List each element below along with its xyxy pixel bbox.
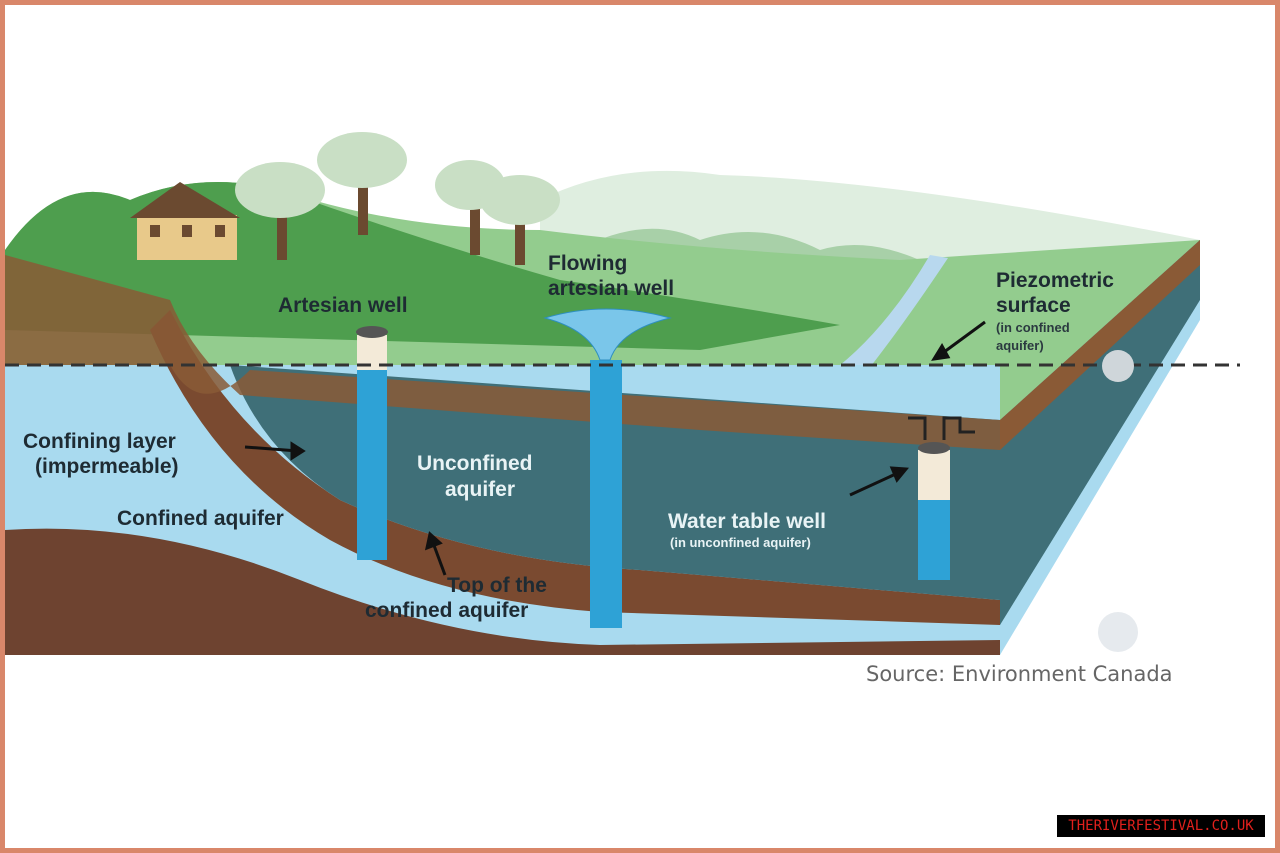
label-unconfined-2: aquifer	[445, 478, 515, 501]
label-piezometric-4: aquifer)	[996, 338, 1044, 353]
side-clay	[1000, 240, 1200, 450]
label-piezometric-2: surface	[996, 294, 1071, 317]
label-piezometric-1: Piezometric	[996, 269, 1114, 292]
label-flowing-1: Flowing	[548, 252, 627, 275]
water-table-well	[908, 416, 975, 580]
side-bottom	[1000, 300, 1200, 655]
soil-layer	[5, 255, 1000, 450]
watermark: THERIVERFESTIVAL.CO.UK	[1057, 815, 1265, 837]
source-credit: Source: Environment Canada	[866, 662, 1173, 686]
flowing-artesian-well	[543, 308, 672, 628]
sphere-2	[1098, 612, 1138, 652]
label-top-1: Top of the	[447, 574, 547, 597]
label-confining-1: Confining layer	[23, 430, 176, 453]
sphere	[1102, 350, 1134, 382]
label-top-2: confined aquifer	[365, 599, 528, 622]
label-confining-2: (impermeable)	[35, 455, 179, 478]
arrows	[244, 320, 986, 576]
label-piezometric-3: (in confined	[996, 320, 1070, 335]
trees	[235, 132, 560, 265]
label-water-table-sub: (in unconfined aquifer)	[670, 535, 811, 550]
label-water-table-well: Water table well	[668, 510, 826, 533]
label-artesian-well: Artesian well	[278, 294, 408, 317]
label-flowing-2: artesian well	[548, 277, 674, 300]
label-unconfined-1: Unconfined	[417, 452, 533, 475]
block-side-face	[1000, 240, 1200, 640]
house	[130, 182, 240, 260]
bottom-clay-layer	[5, 528, 1000, 655]
label-confined-aquifer: Confined aquifer	[117, 507, 284, 530]
artesian-well	[356, 326, 388, 560]
